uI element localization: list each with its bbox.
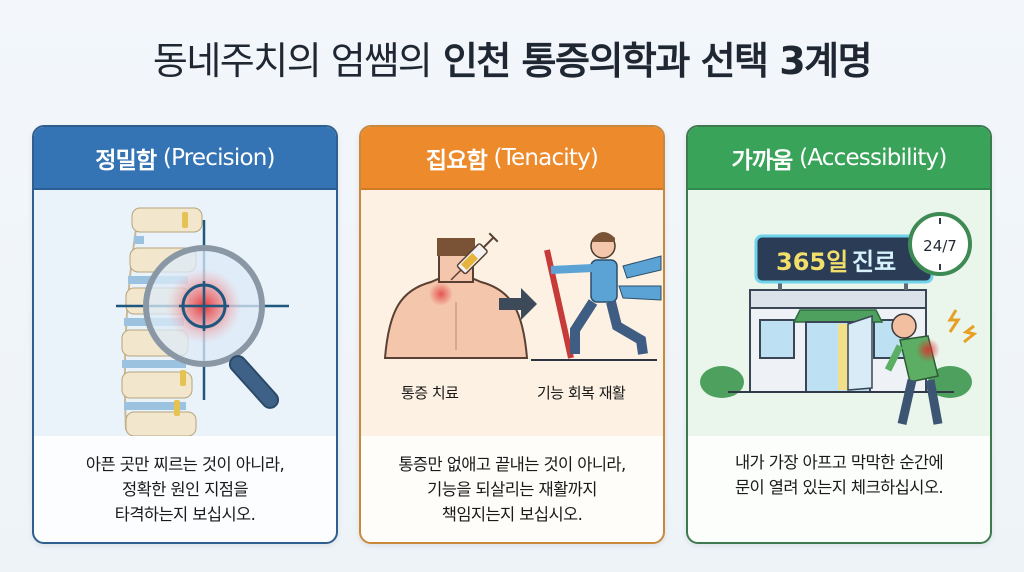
pain-bolt-icon [947,309,961,333]
card-accessibility: 가까움 (Accessibility) [686,125,992,544]
clinic-365-open-icon: 365일 진료 24/7 [688,190,990,436]
card-header-accessibility: 가까움 (Accessibility) [688,127,990,190]
description-line: 내가 가장 아프고 막막한 순간에 [734,453,944,472]
arrow-right-icon [499,288,537,320]
card-description: 통증만 없애고 끝내는 것이 아니라, 기능을 되살리는 재활까지 책임지는지 … [361,436,663,542]
description-line: 기능을 되살리는 재활까지 [427,479,597,499]
patient-back-pain-icon [884,309,978,425]
description-line: 타격하는지 보십시오. [114,504,256,524]
description-line: 문이 열려 있는지 체크하십시오. [734,478,944,497]
patient-back-icon [383,238,529,359]
svg-text:24/7: 24/7 [923,237,957,255]
bush-icon [700,366,744,398]
title-prefix: 동네주치의 엄쌤의 [152,39,433,83]
card-precision: 정밀함 (Precision) [32,125,338,544]
card-tenacity: 집요함 (Tenacity) [359,125,665,544]
svg-text:진료: 진료 [852,248,896,276]
title-main: 인천 통증의학과 선택 3계명 [442,39,873,83]
description-line: 책임지는지 보십시오. [441,504,583,524]
card-title-ko: 정밀함 [95,147,157,174]
svg-text:365일: 365일 [776,248,848,276]
syringe-icon [450,232,499,281]
caption-pain-treatment: 통증 치료 [401,384,459,402]
card-description: 아픈 곳만 찌르는 것이 아니라, 정확한 원인 지점을 타격하는지 보십시오. [34,436,336,542]
bush-icon [928,366,972,398]
pain-bolt-icon [962,324,978,344]
injection-to-rehab-icon: 통증 치료 기능 회복 재활 [361,190,663,436]
spine-magnifier-target-icon [34,190,336,436]
description-line: 통증만 없애고 끝내는 것이 아니라, [398,454,626,474]
card-header-tenacity: 집요함 (Tenacity) [361,127,663,190]
caption-rehab: 기능 회복 재활 [537,384,626,402]
description-line: 정확한 원인 지점을 [122,479,249,499]
sign-365-icon: 365일 진료 [754,234,934,290]
card-title-en: (Tenacity) [493,144,599,171]
card-description: 내가 가장 아프고 막막한 순간에 문이 열려 있는지 체크하십시오. [688,436,990,542]
card-header-precision: 정밀함 (Precision) [34,127,336,190]
clinic-building-icon [728,289,954,393]
card-title-en: (Accessibility) [799,144,947,171]
card-title-ko: 가까움 [731,147,793,174]
description-line: 아픈 곳만 찌르는 것이 아니라, [85,454,285,474]
card-title-en: (Precision) [162,144,276,171]
clock-24-7-icon: 24/7 [908,212,972,276]
card-title-ko: 집요함 [425,147,488,174]
magnifier-icon [143,245,280,409]
rehab-exercise-icon [531,232,662,361]
page-title: 동네주치의 엄쌤의 인천 통증의학과 선택 3계명 [0,30,1024,85]
